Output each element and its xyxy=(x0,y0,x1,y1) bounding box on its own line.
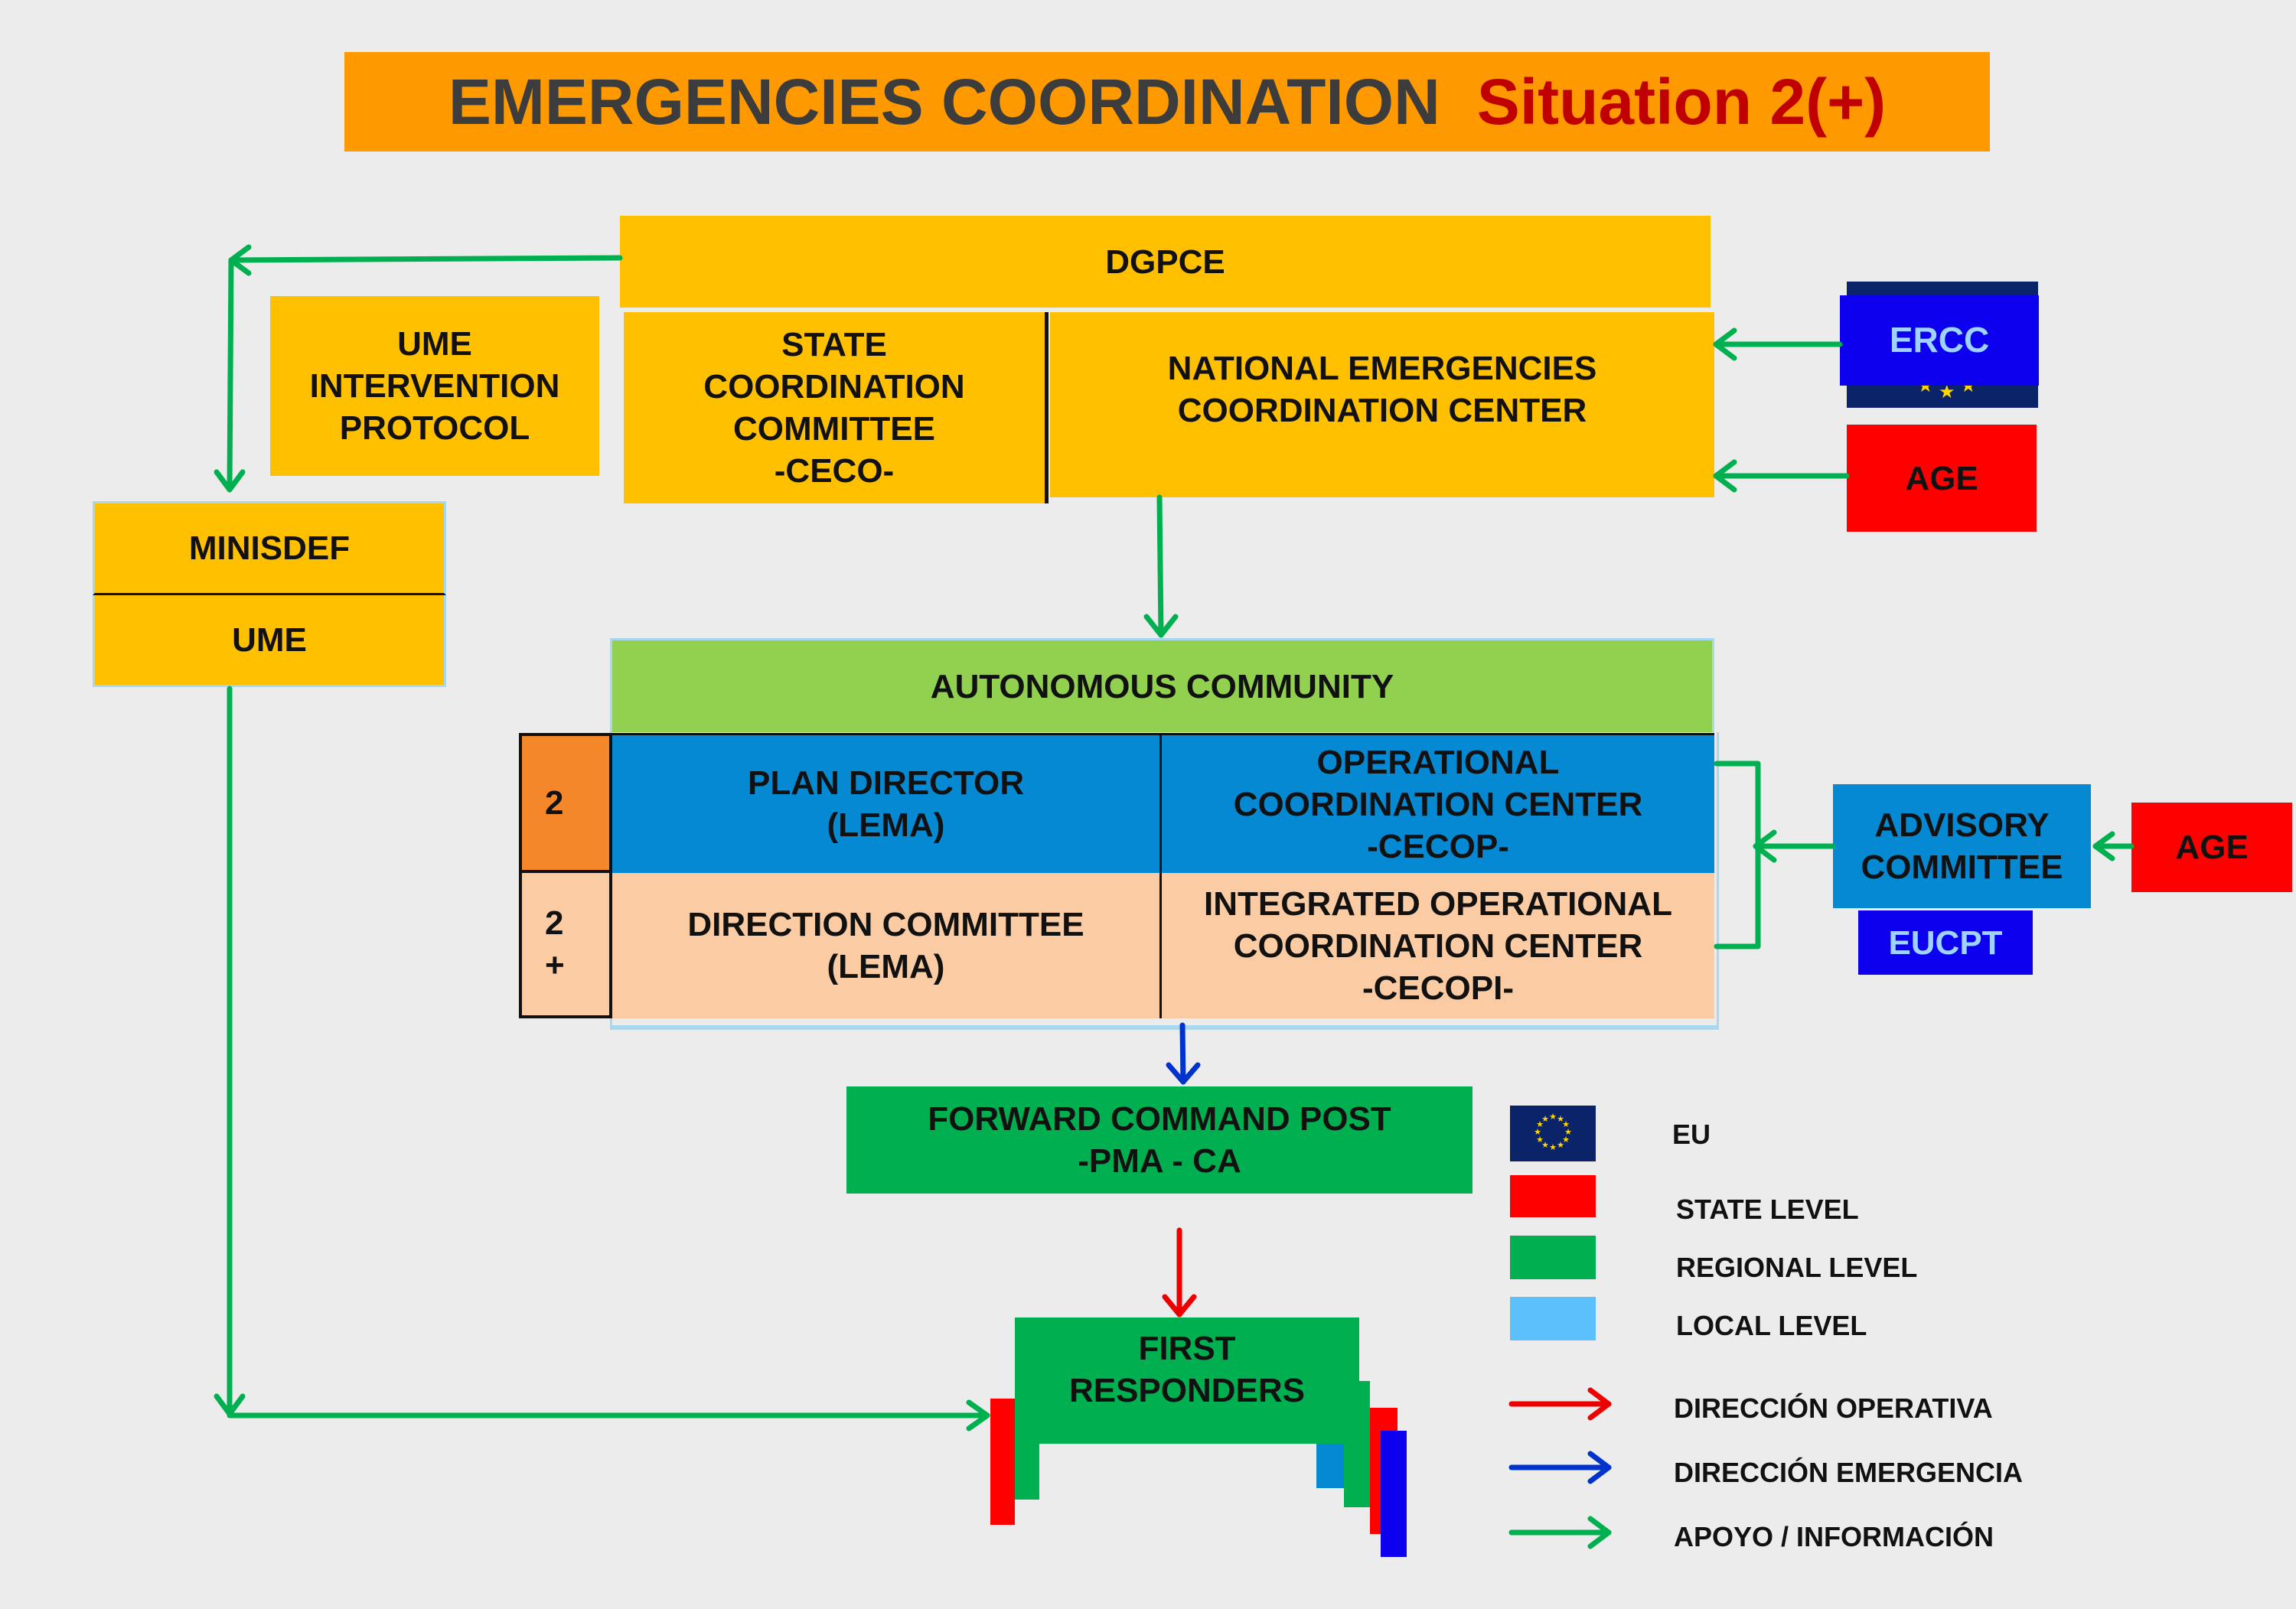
first-responders-green-tab xyxy=(1015,1442,1039,1500)
legend-state-swatch xyxy=(1510,1175,1596,1217)
legend-local-label: LOCAL LEVEL xyxy=(1676,1310,1867,1341)
svg-text:★: ★ xyxy=(1564,1127,1572,1137)
legend-regional-swatch xyxy=(1510,1236,1596,1279)
eucpt-box: EUCPT xyxy=(1858,910,2033,975)
legend-op-label: DIRECCIÓN OPERATIVA xyxy=(1674,1392,1993,1424)
legend-apoyo-label: APOYO / INFORMACIÓN xyxy=(1674,1521,1994,1552)
svg-text:★: ★ xyxy=(1557,1140,1564,1150)
age-top-box: AGE xyxy=(1847,425,2037,532)
advisory-to-cecop-arrow xyxy=(1714,761,1836,949)
svg-text:★: ★ xyxy=(1557,1114,1564,1124)
first-responders-blue-tab xyxy=(1381,1431,1407,1557)
minisdef-box: MINISDEF xyxy=(93,501,446,595)
svg-text:★: ★ xyxy=(1939,381,1955,402)
national-to-autonomous-arrow xyxy=(1143,494,1179,638)
green-arrow-icon xyxy=(1508,1516,1612,1549)
svg-text:★: ★ xyxy=(1549,1112,1557,1122)
svg-text:★: ★ xyxy=(1562,1119,1570,1129)
cecopi-cell: INTEGRATED OPERATIONAL COORDINATION CENT… xyxy=(1162,873,1714,1018)
svg-text:★: ★ xyxy=(1536,1135,1544,1145)
legend-emerg-label: DIRECCIÓN EMERGENCIA xyxy=(1674,1457,2024,1488)
dgpce-header: DGPCE xyxy=(620,216,1711,308)
legend-local-swatch xyxy=(1510,1297,1596,1340)
direction-committee-cell: DIRECTION COMMITTEE (LEMA) xyxy=(612,873,1162,1018)
ume-box: UME xyxy=(93,595,446,687)
dgpce-to-minisdef-arrow xyxy=(214,244,623,493)
svg-text:★: ★ xyxy=(1541,1140,1549,1150)
ume-protocol-box: UME INTERVENTION PROTOCOL xyxy=(270,296,599,476)
red-arrow-icon xyxy=(1508,1387,1612,1421)
svg-text:★: ★ xyxy=(1562,1135,1570,1145)
level-2-cell: 2 xyxy=(519,733,612,873)
advisory-committee-box: ADVISORY COMMITTEE xyxy=(1833,784,2091,908)
national-center-box: NATIONAL EMERGENCIES COORDINATION CENTER xyxy=(1050,312,1714,497)
legend-regional-label: REGIONAL LEVEL xyxy=(1676,1252,1918,1283)
svg-text:★: ★ xyxy=(1536,1119,1544,1129)
blue-arrow-icon xyxy=(1508,1451,1612,1484)
title-situation: Situation 2(+) xyxy=(1476,65,1887,138)
legend-eu-flag-icon: ★★★★ ★★★★ ★★★★ xyxy=(1510,1106,1596,1161)
title-main: EMERGENCIES COORDINATION xyxy=(448,65,1440,138)
ceco-box: STATE COORDINATION COMMITTEE -CECO- xyxy=(624,312,1049,503)
plan-director-cell: PLAN DIRECTOR (LEMA) xyxy=(612,733,1162,873)
legend-eu-label: EU xyxy=(1672,1119,1711,1150)
svg-text:★: ★ xyxy=(1549,1142,1557,1152)
ercc-box: ERCC xyxy=(1840,295,2039,386)
diagram-title: EMERGENCIES COORDINATION Situation 2(+) xyxy=(344,52,1990,151)
autonomous-to-pma-arrow xyxy=(1166,1022,1201,1085)
svg-text:★: ★ xyxy=(1534,1127,1541,1137)
first-responders-box: FIRST RESPONDERS xyxy=(1015,1317,1359,1444)
autonomous-community-header: AUTONOMOUS COMMUNITY xyxy=(610,638,1714,732)
level-2-plus-cell: 2 + xyxy=(519,873,612,1018)
legend-state-label: STATE LEVEL xyxy=(1676,1194,1859,1225)
svg-text:★: ★ xyxy=(1541,1114,1549,1124)
pma-to-first-responders-arrow xyxy=(1162,1227,1197,1317)
cecop-cell: OPERATIONAL COORDINATION CENTER -CECOP- xyxy=(1162,733,1714,873)
first-responders-red-tab xyxy=(990,1399,1015,1525)
forward-command-post-box: FORWARD COMMAND POST -PMA - CA xyxy=(846,1086,1473,1194)
age-to-advisory-arrow xyxy=(2092,831,2135,861)
age-to-national-arrow xyxy=(1713,459,1850,493)
age-right-box: AGE xyxy=(2131,803,2292,892)
ercc-to-national-arrow xyxy=(1713,327,1843,361)
ume-to-first-responders-arrow xyxy=(214,686,990,1431)
